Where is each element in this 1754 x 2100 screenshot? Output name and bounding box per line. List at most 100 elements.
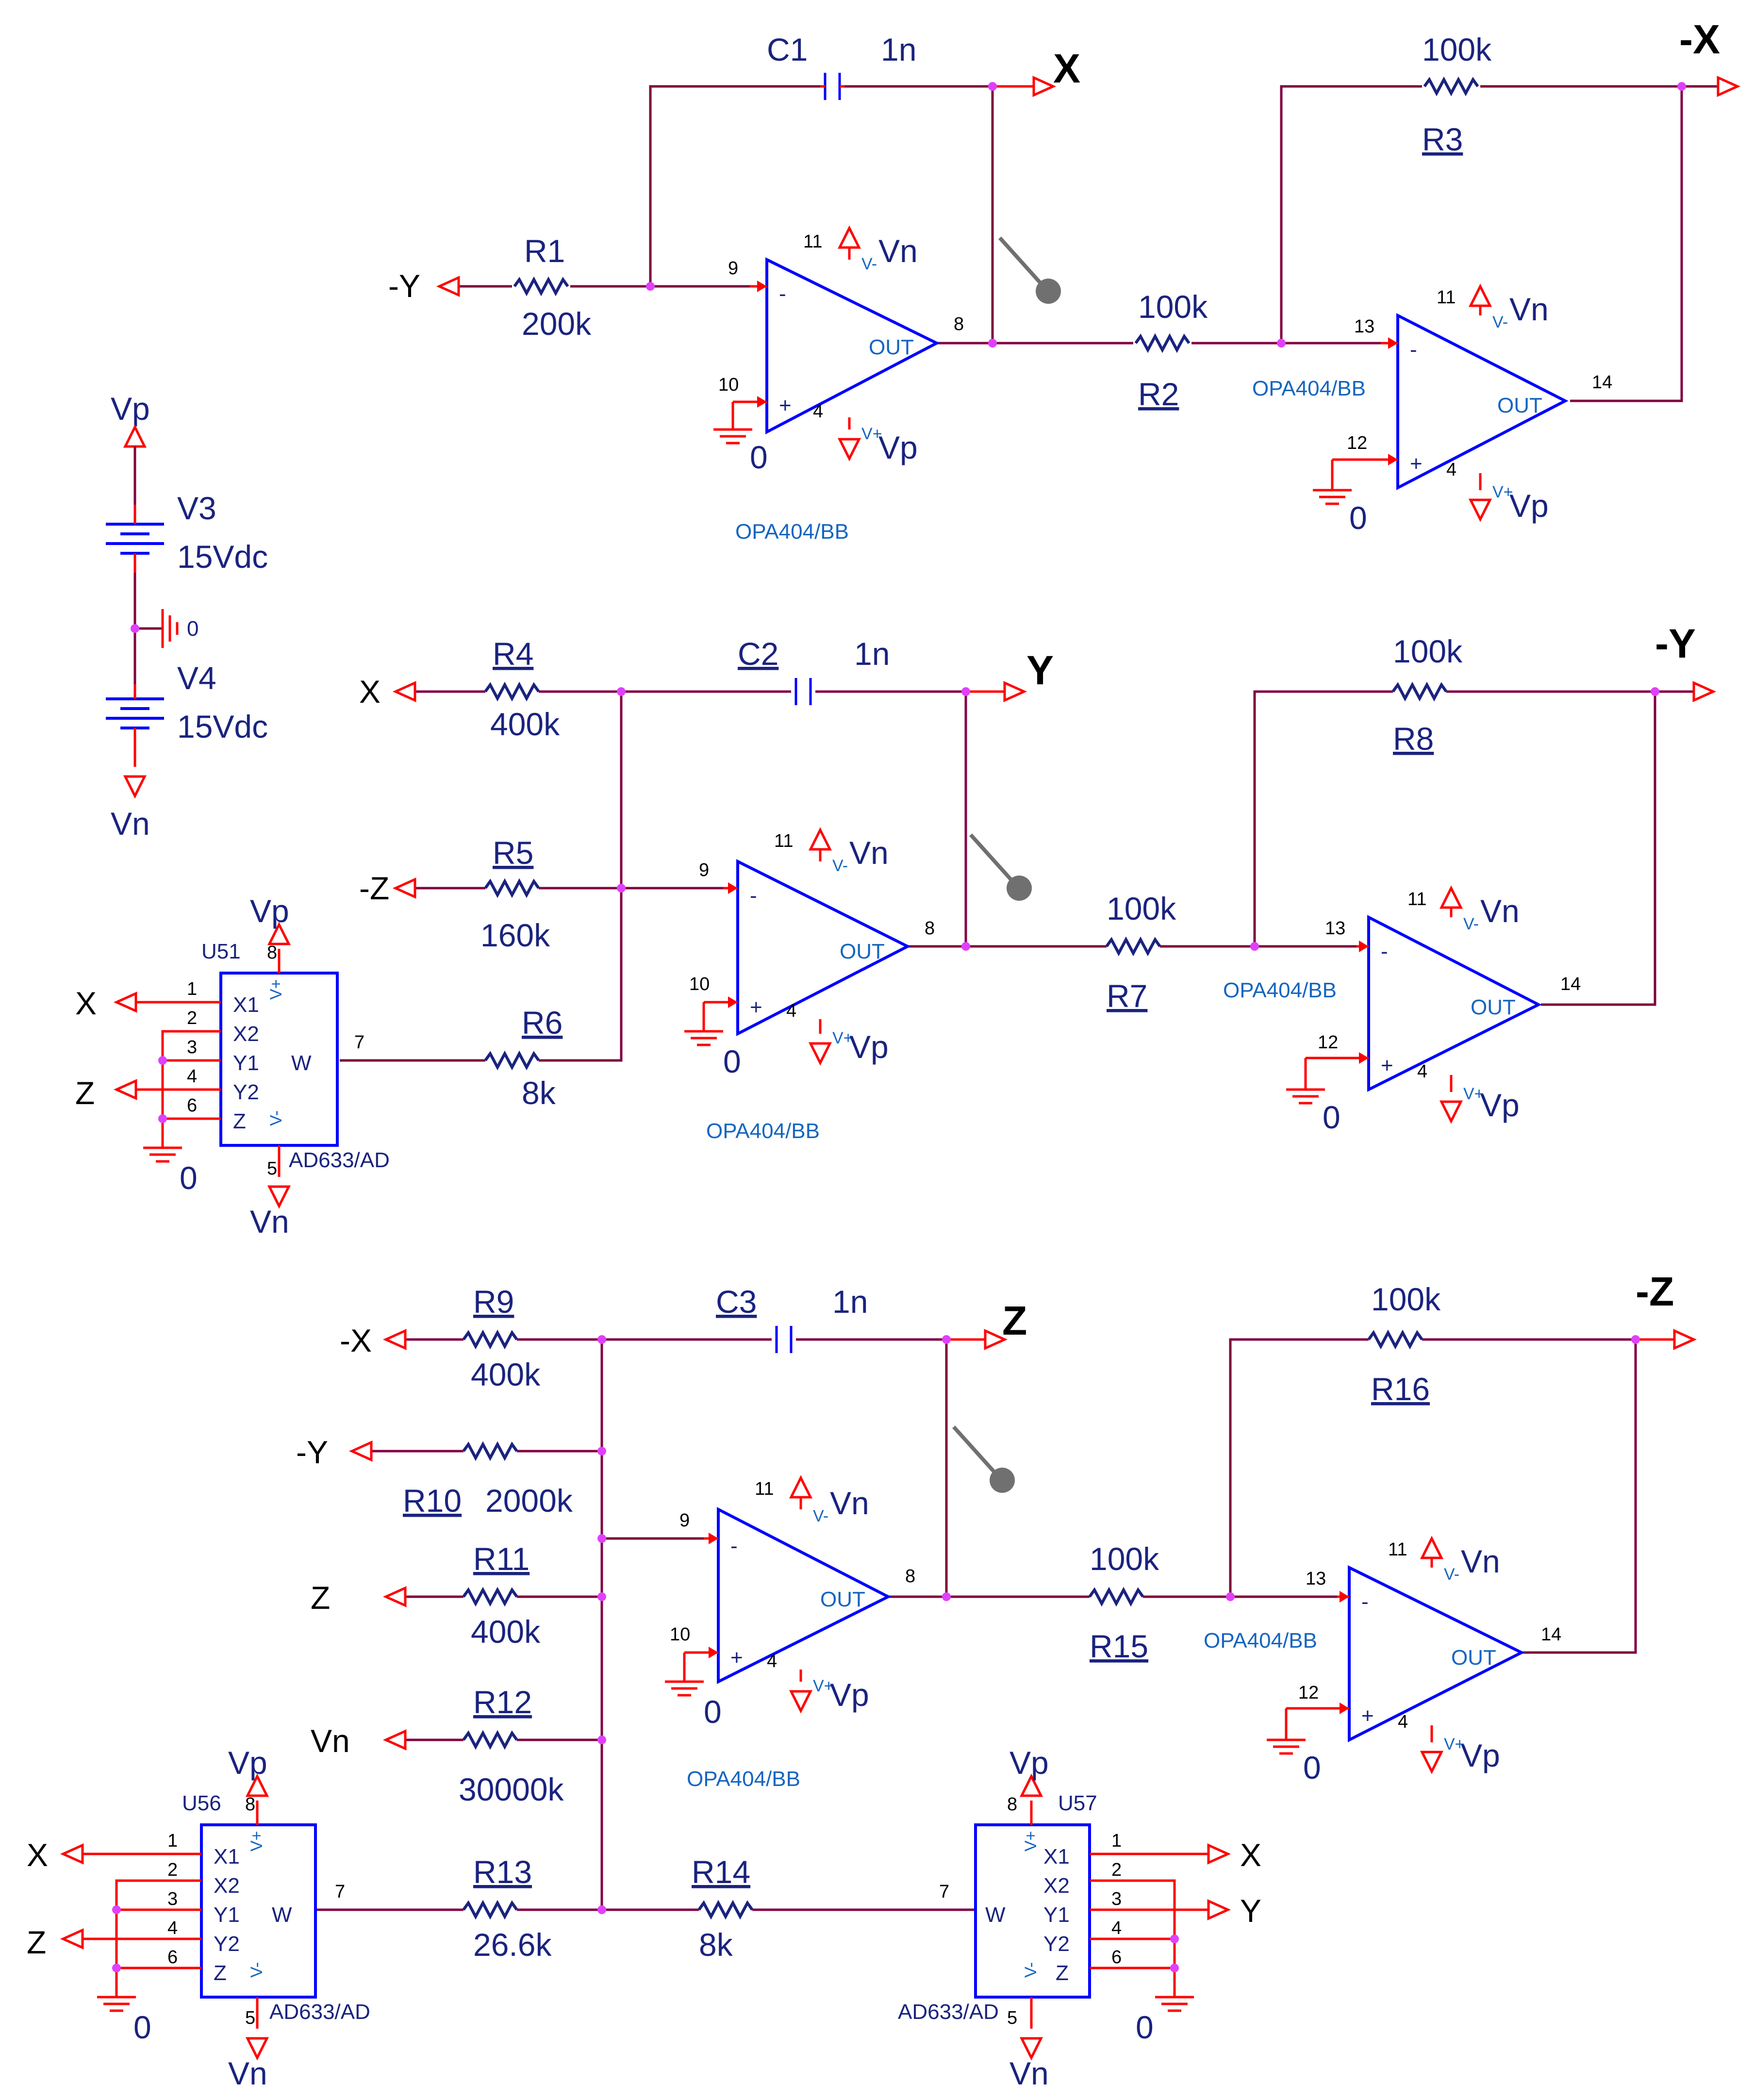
resistor-r6 (485, 1054, 539, 1067)
opamp-1a-pin-noninv: 10 (718, 375, 739, 395)
resistor-r4 (485, 685, 539, 698)
u51-pin1: 1 (187, 979, 197, 999)
supply-vp-label: Vp (111, 391, 150, 427)
opamp-1a-vminus: V- (861, 255, 877, 273)
capacitor-c1 (820, 73, 844, 100)
port-vn-in-label: Vn (311, 1723, 350, 1759)
u51-vp: Vp (250, 893, 289, 929)
opamp-1b-pin-out: 14 (1592, 372, 1612, 393)
opamp-3a-pin-inv: 9 (679, 1510, 690, 1531)
u57-pin1: 1 (1111, 1831, 1122, 1851)
opamp-2a-pin-vp: 4 (786, 1001, 796, 1021)
r9-value: 400k (471, 1356, 541, 1392)
resistor-r2 (1136, 336, 1189, 350)
opamp-2a-gnd: 0 (723, 1043, 741, 1079)
resistor-r16 (1369, 1333, 1422, 1346)
r13-value: 26.6k (473, 1927, 552, 1963)
multiplier-u51: X Z 0 Vp Vn X1 X2 Y1 Y2 Z W V+ V- 1 (75, 893, 390, 1240)
v4-ref: V4 (177, 660, 216, 696)
r14-value: 8k (699, 1927, 733, 1963)
r4-value: 400k (490, 706, 560, 742)
opamp-1b-pin-inv: 13 (1354, 316, 1374, 337)
opamp-2b-out: OUT (1471, 995, 1516, 1019)
u56-vn: Vn (228, 2055, 267, 2091)
battery-v4 (106, 684, 164, 767)
resistor-r5 (485, 881, 539, 895)
u57-gnd: 0 (1136, 2009, 1154, 2045)
port-z-out (985, 1331, 1005, 1348)
opamp-3b-vplus: V+ (1444, 1735, 1465, 1753)
opamp-1b-vminus: V- (1492, 313, 1508, 331)
opamp-1a-pin-out: 8 (954, 314, 964, 334)
u57-vminus: V- (1022, 1962, 1040, 1978)
port-neg-z-out (1674, 1331, 1694, 1348)
opamp-2a-plus: + (750, 995, 762, 1019)
r2-ref: R2 (1138, 376, 1179, 412)
opamp-1b-pin-noninv: 12 (1347, 433, 1367, 453)
opamp-2b: 0 - + OUT V- V+ Vn Vp 13 12 14 11 4 OPA4… (1223, 888, 1581, 1135)
u51-y2: Y2 (233, 1080, 259, 1104)
port-x-in (396, 683, 415, 700)
opamp-2b-minus: - (1381, 940, 1388, 963)
u51-vplus: V+ (267, 979, 285, 1000)
u51-z: Z (233, 1109, 246, 1133)
v4-value: 15Vdc (177, 709, 268, 744)
voltage-probe-3 (954, 1427, 1015, 1493)
u57-pin2: 2 (1111, 1860, 1122, 1880)
opamp-1b-plus: + (1410, 452, 1423, 476)
port-vn-in (386, 1731, 405, 1749)
u57-ref: U57 (1058, 1791, 1097, 1815)
resistor-r7 (1107, 940, 1160, 953)
u51-pin3: 3 (187, 1037, 197, 1058)
opamp-3a-pin-noninv: 10 (670, 1624, 690, 1645)
opamp-2a-vminus: V- (832, 857, 848, 875)
opamp-3b-pin-inv: 13 (1306, 1569, 1326, 1589)
opamp-1b-vn: Vn (1509, 291, 1549, 327)
r6-ref: R6 (522, 1005, 563, 1041)
multiplier-u56: X Z 0 Vp Vn X1 X2 Y1 Y2 Z W V+ V- 1 (27, 1745, 370, 2091)
multiplier-u57: X Y 0 Vp Vn X1 X2 Y1 Y2 Z W V+ V- 1 (898, 1745, 1261, 2091)
u57-pin6: 6 (1111, 1947, 1122, 1968)
port-neg-x-in (386, 1331, 405, 1348)
port-neg-x-out-label: -X (1679, 17, 1720, 62)
opamp-1a-vp: Vp (878, 430, 918, 465)
r4-ref: R4 (493, 636, 533, 672)
capacitor-c2 (794, 678, 812, 705)
port-x-out (1034, 78, 1053, 95)
u57-vplus: V+ (1022, 1831, 1040, 1852)
opamp-3a-vp: Vp (830, 1677, 869, 1713)
u51-pin4: 4 (187, 1066, 197, 1087)
section-3: -X -Y Z Vn R9 400k R10 2000k R11 400k R1… (27, 1269, 1694, 2091)
c2-ref: C2 (738, 636, 778, 672)
port-z-in (386, 1588, 405, 1605)
voltage-probe-2 (971, 835, 1032, 901)
capacitor-c3 (775, 1326, 793, 1353)
opamp-2a-out: OUT (840, 940, 885, 963)
opamp-2a-vp: Vp (849, 1029, 889, 1065)
opamp-3b-pin-noninv: 12 (1298, 1683, 1319, 1703)
opamp-2b-gnd: 0 (1323, 1099, 1340, 1135)
opamp-2b-pin-out: 14 (1560, 974, 1581, 994)
u57-x-port: X (1240, 1837, 1261, 1873)
r10-ref: R10 (403, 1483, 462, 1519)
opamp-1a-pin-vp: 4 (813, 401, 823, 422)
port-neg-z-in-label: -Z (359, 870, 389, 906)
u57-pin7: 7 (939, 1882, 949, 1902)
r6-value: 8k (522, 1075, 556, 1111)
r3-value: 100k (1422, 32, 1492, 67)
u56-model: AD633/AD (269, 2000, 370, 2024)
opamp-2a-model: OPA404/BB (706, 1119, 820, 1143)
r5-ref: R5 (493, 835, 533, 871)
opamp-3b-vn: Vn (1461, 1543, 1500, 1579)
opamp-3b-minus: - (1361, 1590, 1369, 1614)
resistor-r10 (463, 1444, 517, 1458)
opamp-1a-vplus: V+ (861, 425, 882, 443)
r5-value: 160k (480, 917, 550, 953)
opamp-2b-vplus: V+ (1463, 1085, 1484, 1103)
opamp-1b-vp: Vp (1509, 488, 1549, 524)
u57-pin3: 3 (1111, 1889, 1122, 1909)
opamp-3b-pin-vn: 11 (1388, 1539, 1407, 1560)
c3-value: 1n (832, 1284, 868, 1320)
opamp-2b-vp: Vp (1480, 1087, 1520, 1123)
resistor-r1 (514, 280, 568, 293)
